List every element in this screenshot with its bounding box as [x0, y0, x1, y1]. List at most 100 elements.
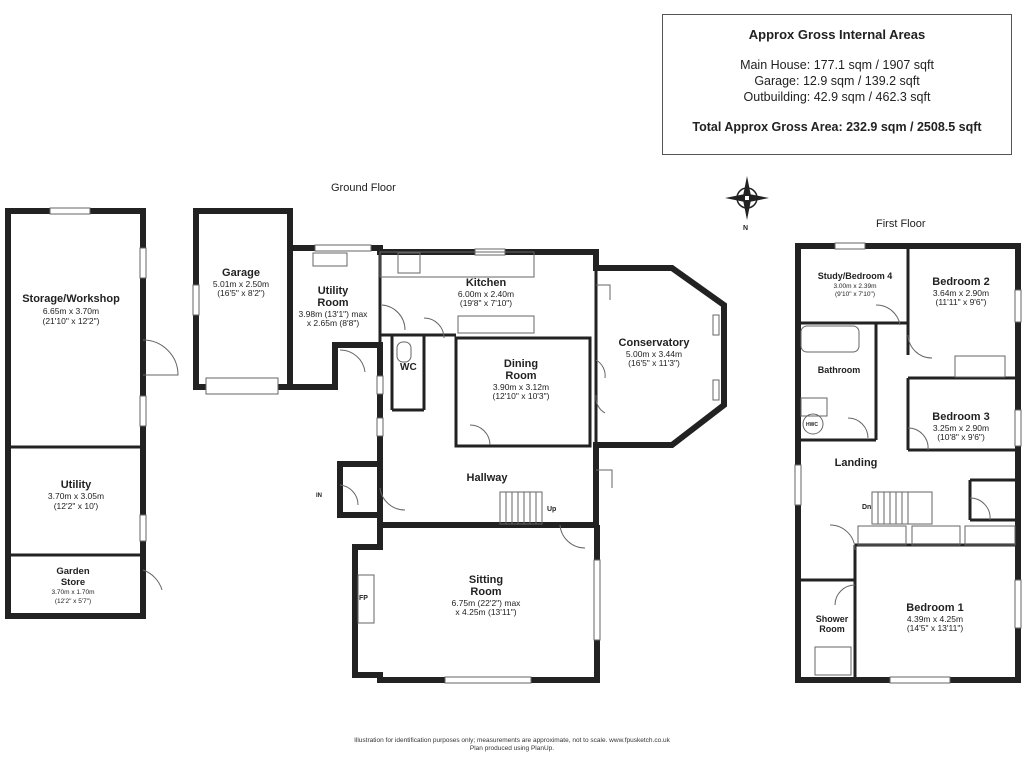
- conservatory-name: Conservatory: [619, 337, 691, 349]
- door: [907, 334, 933, 359]
- window: [889, 676, 951, 684]
- window: [444, 676, 532, 684]
- kitchen-island: [457, 315, 535, 334]
- hob: [397, 252, 421, 274]
- door: [339, 484, 359, 506]
- garage-area: Garage: 12.9 sqm / 139.2 sqft: [754, 74, 920, 88]
- shower-name2: Room: [819, 624, 845, 634]
- window: [1014, 579, 1022, 629]
- ground-stairs: [499, 491, 543, 525]
- door: [339, 349, 366, 373]
- window: [712, 314, 720, 336]
- footer-credit: Plan produced using PlanUp.: [469, 745, 555, 752]
- dining-dim1: 3.90m x 3.12m: [493, 382, 549, 392]
- outbuilding-area: Outbuilding: 42.9 sqm / 462.3 sqft: [743, 90, 931, 104]
- toilet: [396, 341, 412, 363]
- storage-dim1: 6.65m x 3.70m: [43, 306, 99, 316]
- fireplace: [357, 574, 375, 624]
- garden-store-name1: Garden: [56, 566, 89, 577]
- door: [381, 304, 406, 331]
- window: [712, 379, 720, 401]
- conservatory-dim1: 5.00m x 3.44m: [626, 349, 682, 359]
- storage-dim2: (21'10" x 12'2"): [42, 316, 99, 326]
- study-dim1: 3.00m x 2.39m: [834, 283, 877, 290]
- wardrobe: [911, 525, 961, 546]
- kitchen-dim2: (19'8" x 7'10"): [460, 298, 512, 308]
- utility-room-name2: Room: [317, 297, 348, 309]
- window: [834, 242, 866, 250]
- study-name: Study/Bedroom 4: [818, 271, 893, 281]
- window: [192, 284, 200, 316]
- shower-tray: [814, 646, 852, 676]
- garage-walls: [193, 208, 293, 390]
- footer-disclaimer: Illustration for identification purposes…: [354, 737, 670, 744]
- ground-floor-label: Ground Floor: [331, 182, 396, 194]
- storage-name: Storage/Workshop: [22, 293, 120, 305]
- door: [596, 284, 611, 300]
- utility-room-name1: Utility: [318, 285, 349, 297]
- window: [139, 514, 147, 542]
- utility-room-dim1: 3.98m (13'1") max: [299, 309, 369, 319]
- dining-dim2: (12'10" x 10'3"): [492, 391, 549, 401]
- bedroom1-dim2: (14'5" x 13'11"): [907, 623, 964, 633]
- wardrobe: [954, 355, 1006, 378]
- first-floor-stairs: [871, 491, 933, 525]
- window: [376, 375, 384, 395]
- hwc-label: HWC: [806, 422, 818, 428]
- window: [139, 247, 147, 279]
- bedroom2-dim2: (11'11" x 9'6"): [935, 297, 986, 307]
- landing-name: Landing: [835, 457, 878, 469]
- utility-out-name: Utility: [61, 479, 92, 491]
- sitting-name2: Room: [470, 586, 501, 598]
- door: [595, 359, 606, 379]
- garden-store-name2: Store: [61, 577, 85, 588]
- door: [829, 524, 856, 551]
- fireplace-label: FP: [359, 595, 368, 602]
- kitchen-name: Kitchen: [466, 277, 507, 289]
- bath: [800, 325, 860, 353]
- kitchen-dim1: 6.00m x 2.40m: [458, 289, 514, 299]
- window: [593, 559, 601, 641]
- compass-icon: [725, 176, 769, 220]
- dining-name2: Room: [505, 370, 536, 382]
- garage-dim2: (16'5" x 8'2"): [217, 288, 265, 298]
- window: [139, 395, 147, 427]
- utility-out-dim2: (12'2" x 10'): [54, 501, 99, 511]
- door: [834, 584, 856, 606]
- door: [596, 469, 613, 488]
- hallway-name: Hallway: [467, 472, 509, 484]
- door: [875, 304, 901, 326]
- areas-summary-box: Approx Gross Internal Areas Main House: …: [662, 14, 1012, 155]
- bedroom3-dim1: 3.25m x 2.90m: [933, 423, 989, 433]
- garden-store-dim2: (12'2" x 5'7"): [55, 598, 91, 605]
- areas-title: Approx Gross Internal Areas: [748, 27, 926, 42]
- utility-room-dim2: x 2.65m (8'8"): [307, 318, 360, 328]
- door: [469, 424, 491, 446]
- dining-name1: Dining: [504, 358, 538, 370]
- door: [423, 317, 445, 339]
- wardrobe: [964, 525, 1016, 546]
- sitting-dim2: x 4.25m (13'11"): [455, 607, 516, 617]
- door: [969, 497, 991, 521]
- bedroom1-dim1: 4.39m x 4.25m: [907, 614, 963, 624]
- bedroom3-dim2: (10'8" x 9'6"): [937, 432, 985, 442]
- wardrobe: [857, 525, 907, 546]
- total-area: Total Approx Gross Area: 232.9 sqm / 250…: [692, 120, 982, 134]
- wc-name: WC: [400, 362, 417, 373]
- door: [907, 427, 929, 451]
- door: [379, 487, 406, 511]
- sink: [312, 252, 348, 267]
- hallway-up-label: Up: [547, 506, 556, 513]
- door: [142, 569, 163, 591]
- conservatory-dim2: (16'5" x 11'3"): [628, 358, 680, 368]
- landing-dn-label: Dn: [862, 504, 871, 511]
- bedroom1-name: Bedroom 1: [906, 602, 963, 614]
- kitchen-counter: [379, 251, 535, 278]
- door: [595, 394, 606, 414]
- sitting-dim1: 6.75m (22'2") max: [452, 598, 522, 608]
- bathroom-name: Bathroom: [818, 365, 861, 375]
- door: [142, 339, 179, 376]
- main-house-area: Main House: 177.1 sqm / 1907 sqft: [740, 58, 934, 72]
- basin: [800, 397, 828, 417]
- window: [794, 464, 802, 506]
